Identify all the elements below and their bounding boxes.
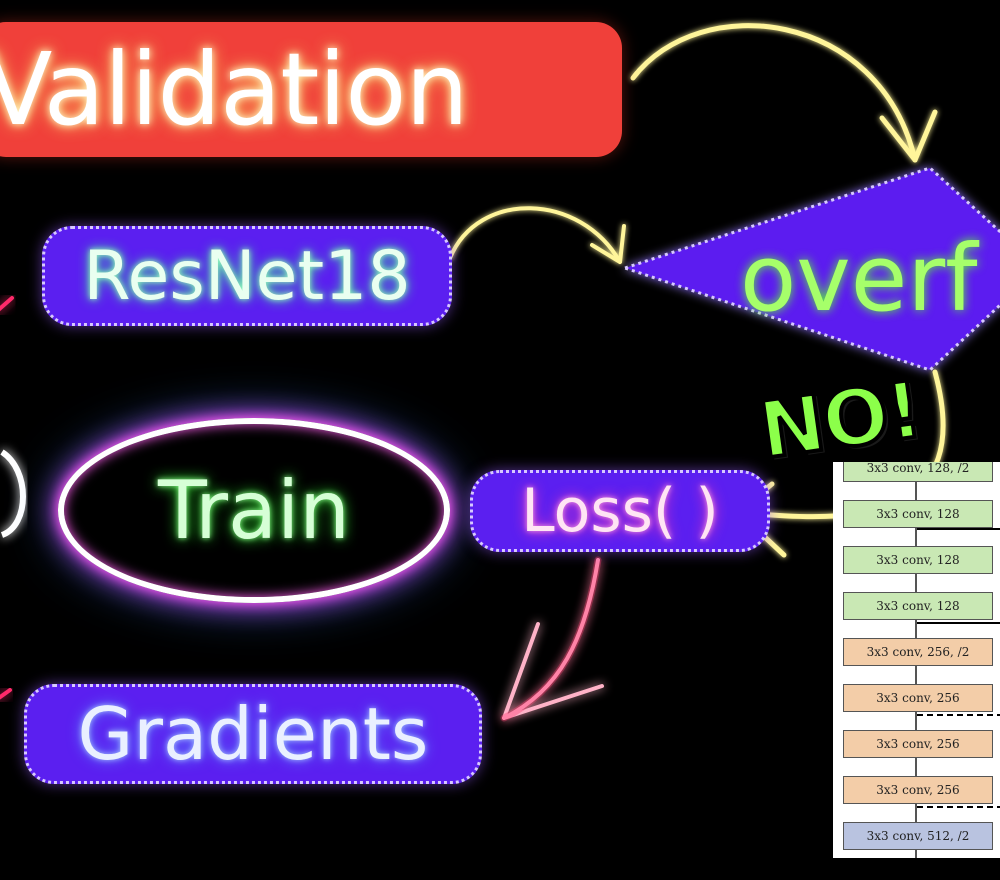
skip-connection-line [917,528,1000,530]
layer-block: 3x3 conv, 256 [843,684,993,712]
train-label: Train [158,464,350,557]
overfit-label: overf [740,225,978,332]
edge-validation-to-overfit [630,23,938,163]
skip-connection-line [917,622,1000,624]
gradients-node: Gradients [24,684,482,784]
layer-block: 3x3 conv, 128 [843,592,993,620]
layer-block: 3x3 conv, 512, /2 [843,822,993,850]
layer-block: 3x3 conv, 128 [843,546,993,574]
resnet-architecture-panel: 3x3 conv, 128, /2 3x3 conv, 128 3x3 conv, … [833,462,1000,858]
edge-offscreen-arrow-top [0,296,14,312]
train-node: Train [58,418,450,603]
edge-offscreen-arrow-bottom [0,688,12,700]
overfit-diamond [620,166,1000,372]
gradients-label: Gradients [77,692,429,776]
edge-loss-to-gradients [500,556,604,722]
layer-block: 3x3 conv, 256 [843,730,993,758]
skip-connection-line [917,714,1000,716]
layer-block: 3x3 conv, 128, /2 [843,462,993,482]
loss-label: Loss( ) [521,476,719,546]
validation-label: Validation [0,31,469,148]
edge-resnet-to-overfit [448,206,626,264]
validation-node: Validation [0,22,622,157]
resnet18-label: ResNet18 [83,236,411,316]
layer-block: 3x3 conv, 256 [843,776,993,804]
loss-node: Loss( ) [470,470,770,552]
resnet18-node: ResNet18 [42,226,452,326]
skip-connection-line [917,806,1000,808]
offscreen-node-fragment [0,449,26,538]
layer-block: 3x3 conv, 128 [843,500,993,528]
layer-block: 3x3 conv, 256, /2 [843,638,993,666]
